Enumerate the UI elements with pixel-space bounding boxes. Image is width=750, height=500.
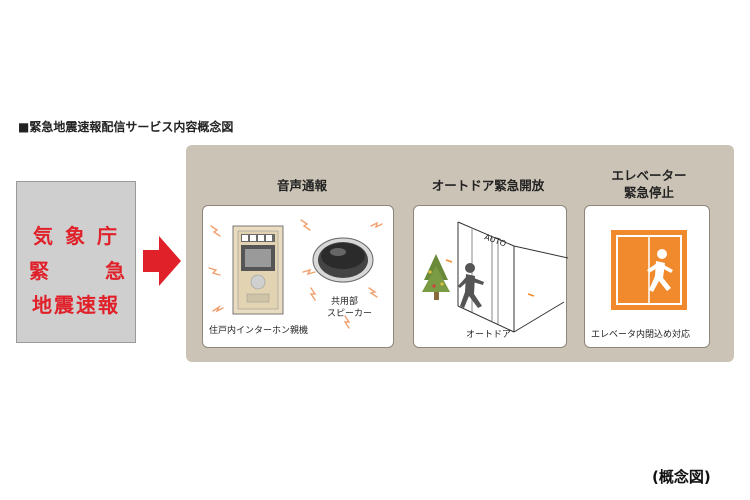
- jma-source-box: 気象庁 緊 急 地震速報: [16, 181, 136, 343]
- source-line-2-left: 緊: [29, 259, 49, 283]
- voice-title: 音声通報: [276, 178, 327, 193]
- voice-illustration: [208, 219, 383, 329]
- running-person-icon: [647, 249, 673, 292]
- speaker-label-1: 共用部: [331, 297, 359, 307]
- elevator-title-1: エレベーター: [611, 168, 687, 183]
- sound-wave-icons: [208, 219, 383, 329]
- person-icon: [458, 263, 484, 308]
- ceiling-speaker-icon: [312, 237, 374, 283]
- footnote: (概念図): [652, 468, 711, 486]
- plant-icon: [422, 254, 450, 300]
- services-panel: 音声通報: [186, 145, 734, 362]
- source-line-1: 気象庁: [33, 224, 129, 248]
- elevator-title: エレベーター 緊急停止: [584, 167, 714, 201]
- elevator-label: エレベータ内閉込め対応: [591, 330, 691, 340]
- elevator-card: エレベータ内閉込め対応: [584, 205, 710, 348]
- speaker-label-2: スピーカー: [327, 309, 373, 319]
- autodoor-card: AUTO オートドア: [413, 205, 568, 348]
- autodoor-title: オートドア緊急開放: [431, 178, 545, 193]
- voice-card: 住戸内インターホン親機 共用部 スピーカー: [202, 205, 394, 348]
- intercom-icon: [232, 225, 284, 315]
- source-line-2-right: 急: [105, 259, 125, 283]
- source-line-3: 地震速報: [32, 293, 120, 317]
- right-arrow-icon: [143, 236, 181, 286]
- elevator-illustration: [611, 230, 687, 310]
- diagram-heading: ■緊急地震速報配信サービス内容概念図: [18, 120, 234, 134]
- autodoor-label: オートドア: [466, 330, 512, 340]
- elevator-title-2: 緊急停止: [623, 185, 674, 200]
- intercom-label: 住戸内インターホン親機: [209, 326, 309, 336]
- autodoor-illustration: [422, 221, 568, 333]
